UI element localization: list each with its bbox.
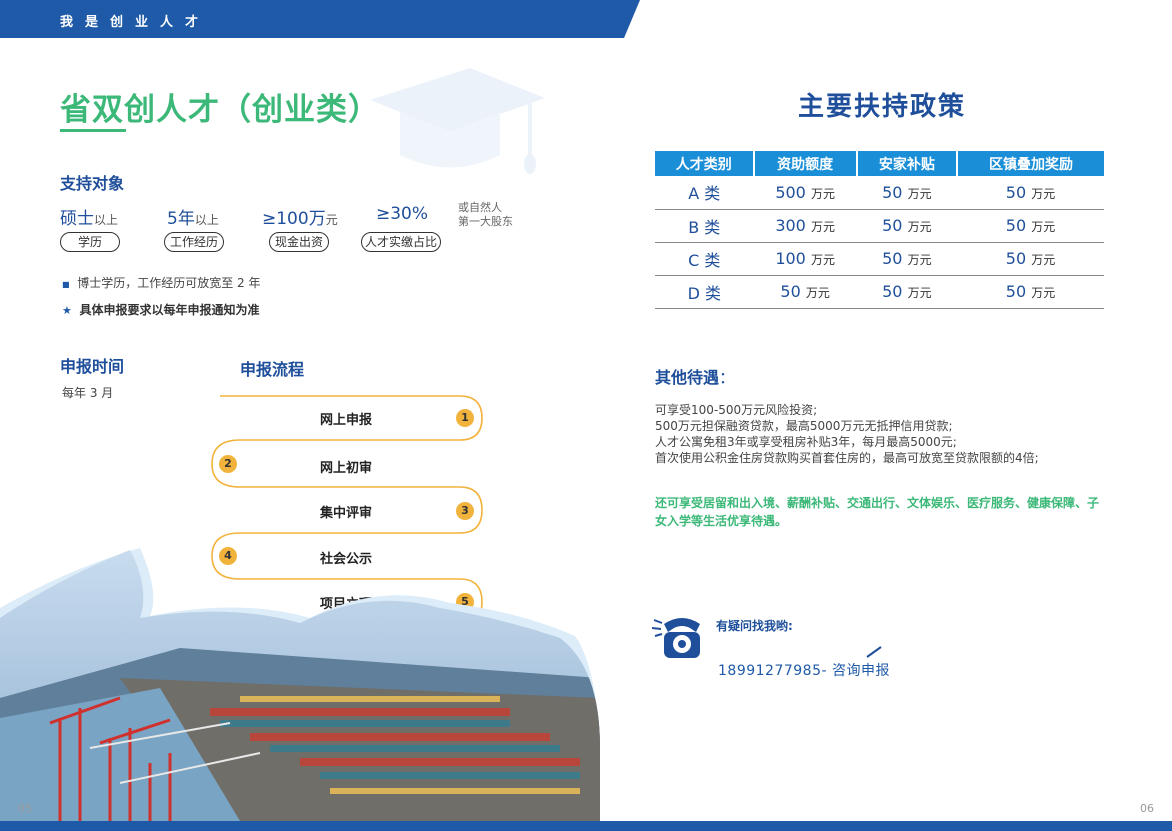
other-benefits-extra: 还可享受居留和出入境、薪酬补贴、交通出行、文体娱乐、医疗服务、健康保障、子女入学… xyxy=(655,496,1100,528)
footer-bar xyxy=(0,821,1172,831)
tag-ratio: 人才实缴占比 xyxy=(361,232,441,252)
cell-bonus: 50 万元 xyxy=(957,209,1104,243)
cell-housing: 50 万元 xyxy=(856,242,957,276)
cell-funding: 100 万元 xyxy=(753,242,857,276)
policy-table: 人才类别 资助额度 安家补贴 区镇叠加奖励 A 类 500 万元 50 万元 5… xyxy=(655,151,1104,309)
cell-category: C 类 xyxy=(655,242,754,276)
step-number-1: 1 xyxy=(456,409,474,427)
pen-stroke-icon xyxy=(866,646,882,658)
cell-funding: 50 万元 xyxy=(753,275,857,309)
shareholder-note: 或自然人 第一大股东 xyxy=(458,201,513,228)
col-category: 人才类别 xyxy=(655,151,754,176)
time-value: 每年 3 月 xyxy=(62,386,114,400)
step-number-4: 4 xyxy=(219,547,237,565)
step-label-4: 社会公示 xyxy=(320,552,373,567)
process-heading: 申报流程 xyxy=(240,360,305,379)
req-capital: ≥100万元 xyxy=(262,209,338,229)
cell-funding: 300 万元 xyxy=(753,209,857,243)
cell-category: B 类 xyxy=(655,209,754,243)
tag-degree: 学历 xyxy=(60,232,120,252)
req-experience: 5年以上 xyxy=(167,209,219,229)
telephone-icon xyxy=(652,618,700,658)
page-number-right: 06 xyxy=(1140,802,1154,815)
other-benefits-list: 可享受100-500万元风险投资; 500万元担保融资贷款，最高5000万元无抵… xyxy=(655,403,1039,465)
contact-phone: 18991277985- 咨询申报 xyxy=(718,663,890,679)
req-degree: 硕士以上 xyxy=(60,209,119,229)
bullet-phd: ■ 博士学历，工作经历可放宽至 2 年 xyxy=(62,276,261,290)
contact-label: 有疑问找我哟: xyxy=(716,619,793,633)
support-heading: 支持对象 xyxy=(60,174,125,193)
tag-experience: 工作经历 xyxy=(164,232,224,252)
cell-bonus: 50 万元 xyxy=(957,176,1104,210)
page-number-left: 05 xyxy=(18,802,32,815)
step-label-3: 集中评审 xyxy=(320,506,373,521)
cell-category: A 类 xyxy=(655,176,754,210)
table-row: B 类 300 万元 50 万元 50 万元 xyxy=(655,209,1104,243)
req-ratio: ≥30% xyxy=(376,204,429,224)
header-bar: 我是创业人才 xyxy=(0,0,640,38)
page-title-left: 省双创人才（创业类） xyxy=(60,92,380,128)
table-header-row: 人才类别 资助额度 安家补贴 区镇叠加奖励 xyxy=(655,151,1104,176)
page-title-right: 主要扶持政策 xyxy=(798,92,967,122)
cell-funding: 500 万元 xyxy=(753,176,857,210)
time-heading: 申报时间 xyxy=(60,357,125,376)
cell-category: D 类 xyxy=(655,275,754,309)
col-bonus: 区镇叠加奖励 xyxy=(956,151,1104,176)
table-row: A 类 500 万元 50 万元 50 万元 xyxy=(655,176,1104,210)
header-title: 我是创业人才 xyxy=(60,15,211,30)
step-label-2: 网上初审 xyxy=(320,461,373,476)
bullet-notice: ★ 具体申报要求以每年申报通知为准 xyxy=(62,303,260,317)
table-row: C 类 100 万元 50 万元 50 万元 xyxy=(655,242,1104,276)
step-number-2: 2 xyxy=(219,455,237,473)
step-label-1: 网上申报 xyxy=(320,413,373,428)
table-row: D 类 50 万元 50 万元 50 万元 xyxy=(655,275,1104,309)
col-funding: 资助额度 xyxy=(752,151,857,176)
col-housing: 安家补贴 xyxy=(855,151,957,176)
process-flow-line xyxy=(211,395,483,625)
cell-bonus: 50 万元 xyxy=(957,275,1104,309)
port-photo xyxy=(0,548,600,821)
cell-bonus: 50 万元 xyxy=(957,242,1104,276)
graduation-cap-icon xyxy=(370,68,545,174)
other-benefits-heading: 其他待遇： xyxy=(655,368,736,387)
title-underline xyxy=(60,129,126,132)
cell-housing: 50 万元 xyxy=(856,176,957,210)
step-number-3: 3 xyxy=(456,502,474,520)
tag-capital: 现金出资 xyxy=(269,232,329,252)
cell-housing: 50 万元 xyxy=(856,275,957,309)
cell-housing: 50 万元 xyxy=(856,209,957,243)
